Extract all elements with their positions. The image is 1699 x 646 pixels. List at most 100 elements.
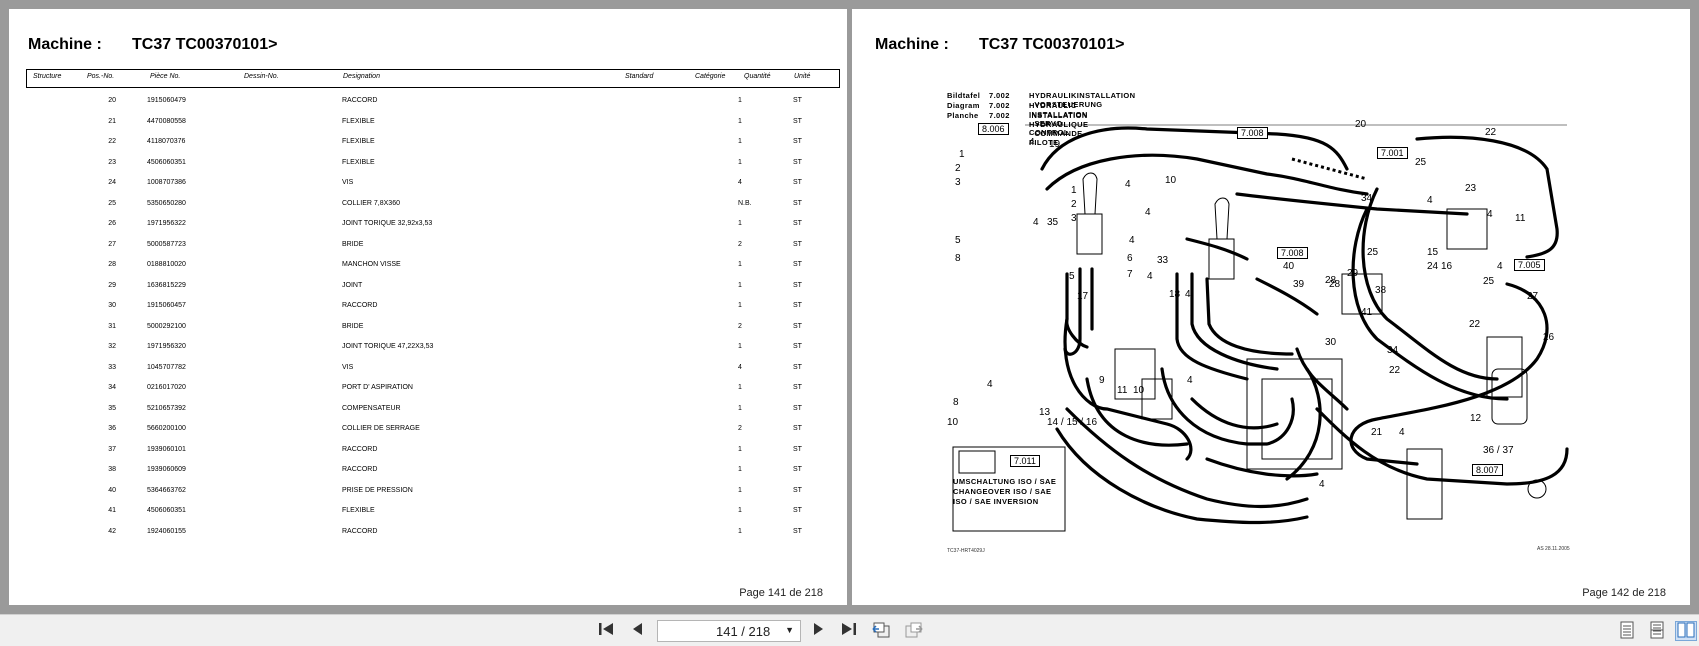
designation-cell: JOINT TORIQUE 32,92x3,53	[342, 220, 433, 227]
part-callout: 40	[1283, 261, 1295, 272]
quantity-cell: 2	[738, 240, 742, 248]
pos-cell: 33	[108, 363, 116, 371]
ref-box[interactable]: 7.008	[1237, 127, 1268, 139]
part-callout: 11	[1117, 385, 1128, 396]
part-callout: 26	[1543, 332, 1555, 343]
part-callout: 21	[1371, 427, 1383, 438]
part-callout: 4	[1319, 479, 1325, 490]
part-callout: 4	[1187, 375, 1193, 386]
quantity-cell: 1	[738, 507, 742, 514]
unit-cell: ST	[793, 384, 802, 391]
part-callout: 4	[1129, 235, 1135, 246]
two-page-view-button[interactable]	[1675, 621, 1697, 641]
col-designation: Designation	[343, 73, 380, 80]
piece-no-cell: 4470080558	[147, 117, 186, 125]
inset-line: UMSCHALTUNG ISO / SAE	[953, 477, 1057, 486]
pos-cell: 31	[108, 322, 116, 330]
ref-box[interactable]: 8.006	[978, 123, 1009, 135]
ref-box[interactable]: 7.011	[1010, 455, 1040, 467]
part-callout: 3	[955, 177, 961, 188]
previous-page-button[interactable]	[627, 621, 649, 641]
quantity-cell: 1	[738, 343, 742, 350]
part-callout: 39	[1293, 279, 1305, 290]
unit-cell: ST	[793, 220, 802, 227]
part-callout: 22	[1485, 127, 1497, 138]
single-page-view-button[interactable]	[1616, 621, 1638, 641]
title-code: 7.002	[989, 111, 1010, 120]
quantity-cell: 1	[738, 261, 742, 268]
col-unite: Unité	[794, 73, 811, 80]
quantity-cell: 2	[738, 322, 742, 330]
quantity-cell: 1	[738, 466, 742, 473]
continuous-view-button[interactable]	[1646, 621, 1668, 641]
go-forward-view-button[interactable]	[903, 621, 925, 641]
part-callout: 1	[959, 149, 965, 160]
pos-cell: 42	[108, 527, 116, 535]
piece-no-cell: 5660200100	[147, 425, 186, 432]
machine-value: TC37 TC00370101>	[132, 36, 278, 53]
designation-cell: VIS	[342, 363, 354, 371]
unit-cell: ST	[793, 97, 802, 104]
part-callout: 36 / 37	[1483, 445, 1514, 456]
ref-box[interactable]: 7.005	[1514, 259, 1545, 271]
designation-cell: COMPENSATEUR	[342, 404, 401, 412]
back-view-icon	[872, 622, 890, 638]
machine-label: Machine :	[875, 36, 949, 53]
part-callout: 4	[987, 379, 993, 390]
first-page-button[interactable]	[595, 621, 617, 641]
parts-table: Structure Pos.-No. Pièce No. Dessin-No. …	[26, 69, 840, 542]
part-callout: 20	[1355, 119, 1367, 130]
ref-box[interactable]: 8.007	[1472, 464, 1503, 476]
part-callout: 4	[1427, 195, 1433, 206]
inset-line: ISO / SAE INVERSION	[953, 497, 1039, 506]
col-dessin: Dessin-No.	[244, 73, 279, 80]
part-callout: 12	[1470, 413, 1482, 424]
pos-cell: 29	[108, 281, 116, 289]
part-callout: 4	[1147, 271, 1153, 282]
pos-cell: 27	[108, 240, 116, 248]
page-selector[interactable]: 141 / 218 ▼	[657, 620, 801, 642]
quantity-cell: 1	[738, 404, 742, 412]
col-piece: Pièce No.	[150, 73, 181, 80]
quantity-cell: N.B.	[738, 199, 752, 207]
pos-cell: 40	[108, 486, 116, 494]
piece-no-cell: 5364663762	[147, 486, 186, 494]
piece-no-cell: 4118070376	[147, 138, 186, 145]
single-page-icon	[1620, 621, 1634, 639]
unit-cell: ST	[793, 138, 802, 145]
part-callout: 33	[1157, 255, 1169, 266]
go-back-view-button[interactable]	[870, 621, 892, 641]
ref-box[interactable]: 7.008	[1277, 247, 1308, 259]
piece-no-cell: 0188810020	[147, 261, 186, 268]
piece-no-cell: 1971956320	[147, 343, 186, 350]
designation-cell: RACCORD	[342, 466, 378, 473]
part-callout: 4	[1399, 427, 1405, 438]
col-categorie: Catégorie	[695, 73, 726, 80]
part-callout: 28	[1325, 275, 1337, 286]
quantity-cell: 1	[738, 281, 742, 289]
next-page-button[interactable]	[807, 621, 829, 641]
designation-cell: FLEXIBLE	[342, 138, 375, 145]
part-callout: 5	[955, 235, 961, 246]
designation-cell: FLEXIBLE	[342, 507, 375, 514]
pos-cell: 36	[108, 425, 116, 432]
part-callout: 25	[1367, 247, 1379, 258]
title-label: Bildtafel	[947, 91, 981, 100]
part-callout: 4	[1497, 261, 1503, 272]
last-page-button[interactable]	[838, 621, 860, 641]
dropdown-arrow-icon: ▼	[785, 625, 794, 635]
first-page-icon	[599, 623, 613, 635]
unit-cell: ST	[793, 322, 802, 330]
quantity-cell: 1	[738, 117, 742, 125]
title-code: 7.002	[989, 101, 1010, 110]
ref-box[interactable]: 7.001	[1377, 147, 1408, 159]
